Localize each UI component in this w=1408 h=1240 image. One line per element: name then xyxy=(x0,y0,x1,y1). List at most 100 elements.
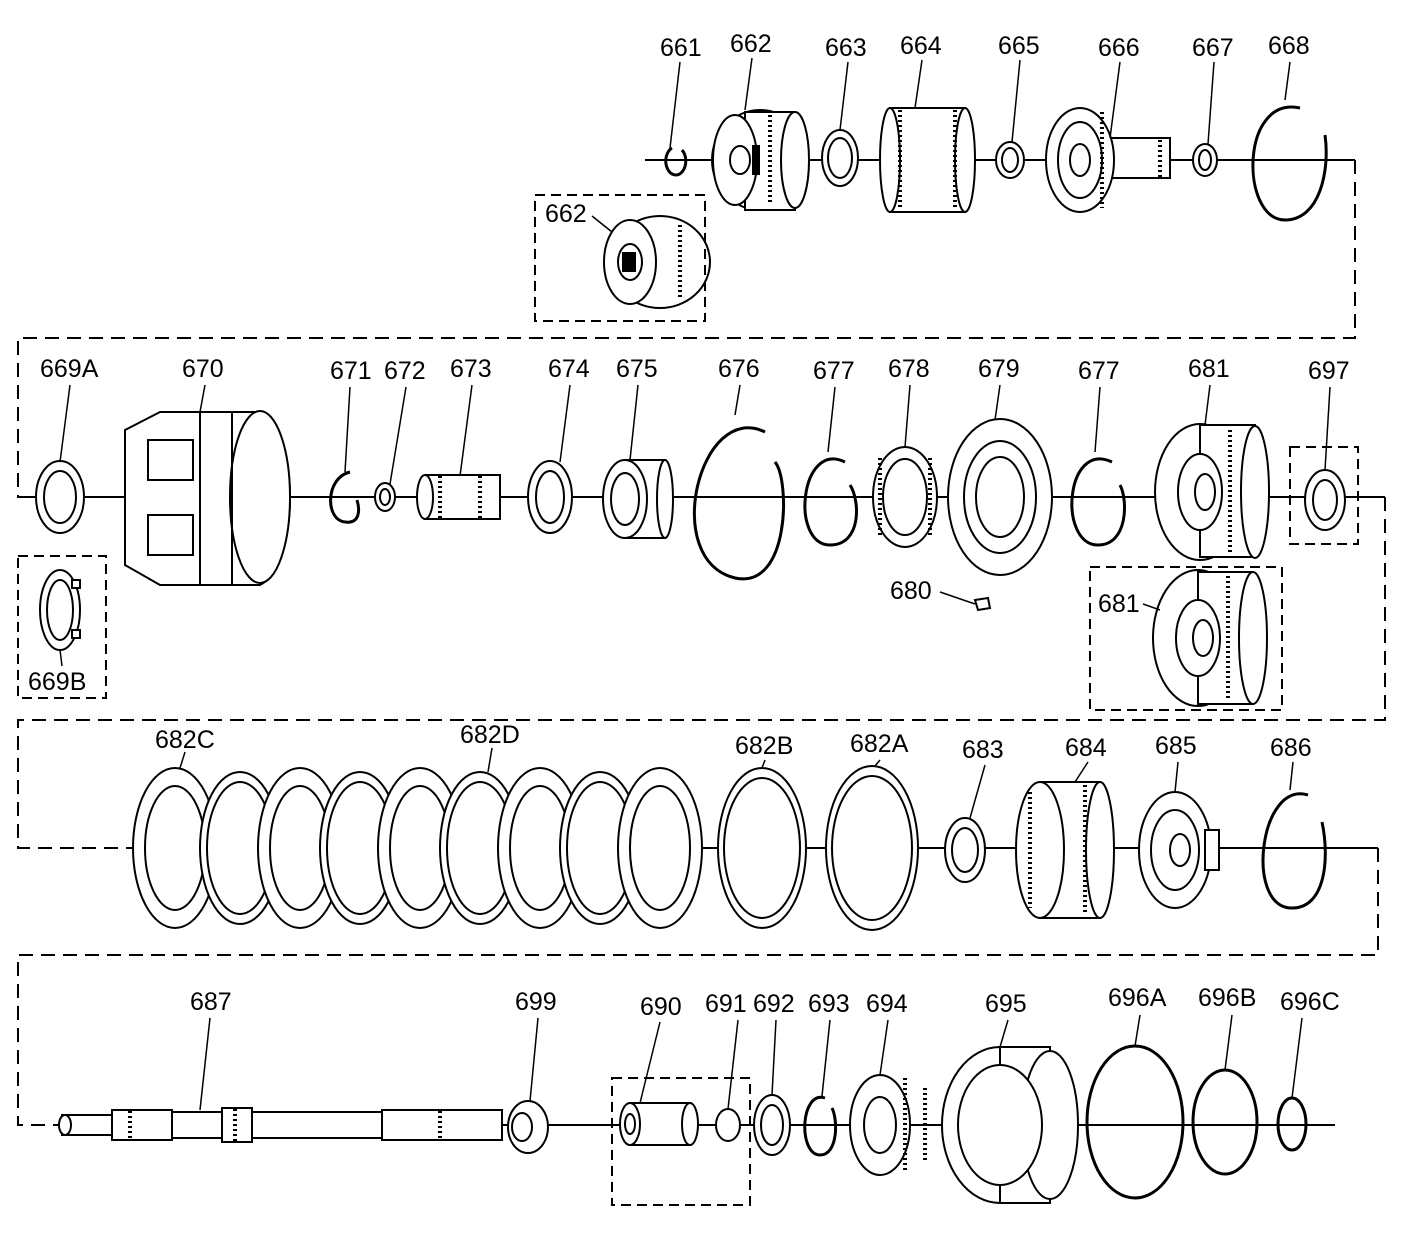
label-692: 692 xyxy=(753,990,795,1018)
part-697-seal xyxy=(1304,469,1346,531)
label-694: 694 xyxy=(866,990,908,1018)
label-666: 666 xyxy=(1098,34,1140,62)
part-666-sun-gear-shaft xyxy=(1045,107,1171,213)
label-685: 685 xyxy=(1155,732,1197,760)
label-682d: 682D xyxy=(460,721,520,749)
label-683: 683 xyxy=(962,736,1004,764)
row-3-parts xyxy=(132,765,1327,931)
label-699: 699 xyxy=(515,988,557,1016)
label-671: 671 xyxy=(330,357,372,385)
part-686-snap-ring xyxy=(1261,792,1327,910)
part-694-sprag xyxy=(849,1074,927,1176)
part-684-ring-gear xyxy=(1015,781,1115,919)
label-690: 690 xyxy=(640,993,682,1021)
label-677-second: 677 xyxy=(1078,357,1120,385)
label-679: 679 xyxy=(978,355,1020,383)
label-681: 681 xyxy=(1188,355,1230,383)
part-669a-thrust-washer xyxy=(35,460,85,534)
label-676: 676 xyxy=(718,355,760,383)
part-679-outer-race xyxy=(947,418,1053,576)
label-669b: 669B xyxy=(28,668,86,696)
box-697 xyxy=(1289,446,1359,545)
part-682c-friction-plate-4 xyxy=(497,767,583,929)
label-670: 670 xyxy=(182,355,224,383)
label-693: 693 xyxy=(808,990,850,1018)
row-1-parts xyxy=(603,105,1328,309)
label-695: 695 xyxy=(985,990,1027,1018)
label-675: 675 xyxy=(616,355,658,383)
part-662-carrier xyxy=(711,109,810,211)
box-662-alternate xyxy=(534,194,706,322)
part-675-bearing xyxy=(602,459,674,539)
label-672: 672 xyxy=(384,357,426,385)
label-682b: 682B xyxy=(735,732,793,760)
part-682c-friction-plate-1 xyxy=(132,767,218,929)
label-686: 686 xyxy=(1270,734,1312,762)
row-2-parts xyxy=(35,410,1346,707)
label-682c: 682C xyxy=(155,726,215,754)
alternate-view-boxes xyxy=(17,194,1359,1206)
label-696b: 696B xyxy=(1198,984,1256,1012)
part-681-hub-alternate-view xyxy=(1152,569,1268,707)
part-668-snap-ring xyxy=(1251,105,1328,222)
part-661-snap-ring xyxy=(664,146,688,177)
part-670-housing xyxy=(124,410,291,586)
part-676-snap-ring xyxy=(692,426,786,581)
label-681-alternate: 681 xyxy=(1098,590,1140,618)
part-labels: 661 662 663 664 665 666 667 668 662 669A… xyxy=(28,30,1350,1021)
part-682c-friction-plate-5 xyxy=(617,767,703,929)
part-695-drum xyxy=(941,1046,1079,1204)
label-691: 691 xyxy=(705,990,747,1018)
label-697: 697 xyxy=(1308,357,1350,385)
part-682d-steel-plate-4 xyxy=(559,771,641,925)
label-680: 680 xyxy=(890,577,932,605)
part-680-spring xyxy=(973,596,992,612)
part-691-snap-ring xyxy=(715,1108,741,1142)
part-683-thrust-washer xyxy=(944,817,986,883)
part-665-bushing xyxy=(995,141,1025,179)
label-664: 664 xyxy=(900,32,942,60)
label-662-alternate: 662 xyxy=(545,200,587,228)
part-667-bushing xyxy=(1192,143,1218,177)
label-696c: 696C xyxy=(1280,988,1340,1016)
box-681-alternate xyxy=(1089,566,1283,711)
label-673: 673 xyxy=(450,355,492,383)
part-696a-seal-ring xyxy=(1085,1044,1185,1200)
part-682a-plate xyxy=(825,765,919,931)
part-692-thrust-washer xyxy=(753,1094,791,1156)
label-678: 678 xyxy=(888,355,930,383)
part-669b-thrust-washer xyxy=(39,569,81,651)
part-677-snap-ring-b xyxy=(1070,457,1126,547)
part-678-roller-clutch xyxy=(872,446,938,548)
box-690 xyxy=(611,1077,751,1206)
label-661: 661 xyxy=(660,34,702,62)
label-674: 674 xyxy=(548,355,590,383)
row-4-parts xyxy=(58,1044,1308,1204)
part-674-thrust-washer xyxy=(527,460,573,534)
part-681-hub xyxy=(1154,423,1270,561)
part-662-alternate-view xyxy=(603,215,711,309)
part-664-ring-gear xyxy=(879,107,976,213)
part-671-snap-ring xyxy=(329,470,360,524)
part-699-bushing xyxy=(507,1100,549,1154)
part-687-main-shaft xyxy=(58,1107,503,1143)
label-663: 663 xyxy=(825,34,867,62)
label-667: 667 xyxy=(1192,34,1234,62)
part-693-snap-ring xyxy=(803,1096,838,1157)
box-669b-alternate xyxy=(17,555,107,699)
label-682a: 682A xyxy=(850,730,909,758)
label-665: 665 xyxy=(998,32,1040,60)
part-673-sun-gear xyxy=(416,474,501,520)
label-687: 687 xyxy=(190,988,232,1016)
part-672-bushing xyxy=(374,482,396,512)
part-696b-seal-ring xyxy=(1191,1068,1259,1176)
leader-lines xyxy=(59,57,1331,1111)
part-682d-steel-plate-3 xyxy=(439,771,521,925)
part-682b-plate xyxy=(717,767,807,929)
label-662: 662 xyxy=(730,30,772,58)
label-668: 668 xyxy=(1268,32,1310,60)
part-677-snap-ring-a xyxy=(803,457,858,547)
part-663-thrust-washer xyxy=(821,129,859,187)
label-684: 684 xyxy=(1065,734,1107,762)
